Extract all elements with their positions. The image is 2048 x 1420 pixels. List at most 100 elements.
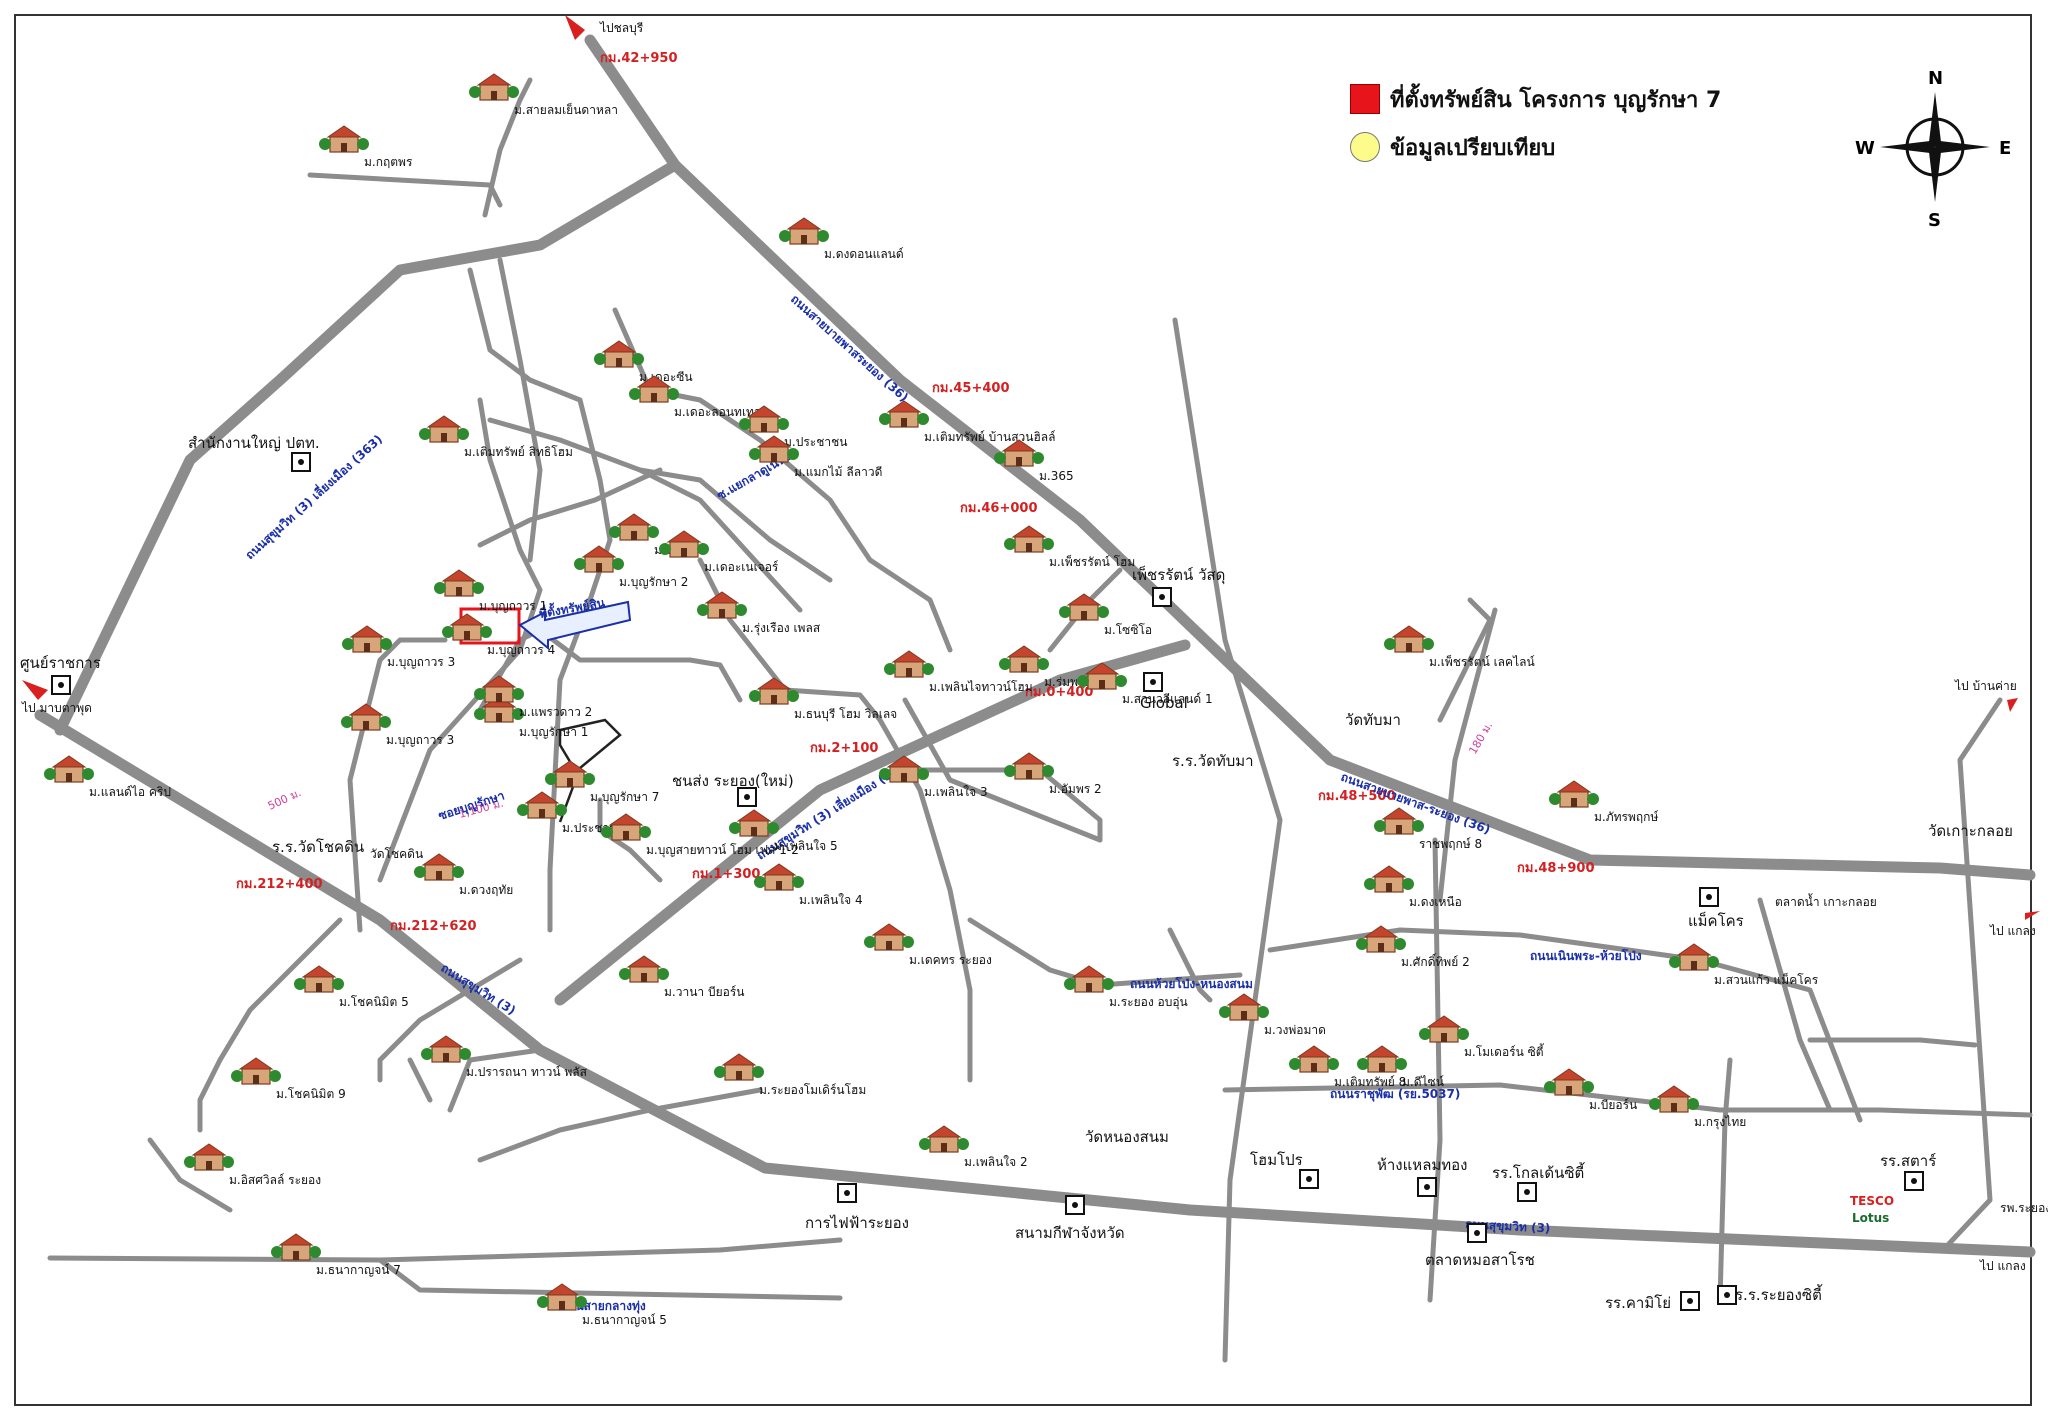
road-label-huai-pong: ถนนห้วยโป่ง-หนองสนม	[1130, 976, 1253, 991]
house-icon	[696, 591, 748, 619]
km-marker-212-620: กม.212+620	[390, 919, 477, 934]
village-label: ม.ศักดิ์ทิพย์ 2	[1401, 953, 1470, 969]
house-icon	[573, 545, 625, 573]
house-icon	[420, 1035, 472, 1063]
village-label: ม.สวนแก้ว แม็คโคร	[1714, 972, 1819, 987]
village-marker: ม.ภัทรพฤกษ์	[1548, 780, 1659, 824]
village-marker: ม.แลนด์ไอ คริป	[43, 755, 171, 799]
landmark-stadium: สนามกีฬาจังหวัด	[1015, 1224, 1125, 1242]
landmark-square-icon	[1065, 1195, 1085, 1215]
landmark-wat-chok-school: ร.ร.วัดโชคดิน	[272, 838, 364, 856]
landmark-square-icon	[1717, 1285, 1737, 1305]
village-marker: ม.กฤตพร	[318, 125, 413, 169]
house-icon	[1383, 625, 1435, 653]
house-icon	[608, 513, 660, 541]
landmark-square-icon	[1680, 1291, 1700, 1311]
village-label: ม.ปรารถนา ทาวน์ พลัส	[466, 1065, 588, 1079]
landmark-rayong-city: ร.ร.ระยองซิตี้	[1735, 1284, 1823, 1304]
village-label: ม.เติมทรัพย์ 8	[1334, 1075, 1406, 1089]
landmark-hospital: รพ.ระยอง	[2000, 1201, 2048, 1215]
house-icon	[728, 809, 780, 837]
village-label: ม.ดงเหนือ	[1409, 895, 1462, 909]
village-label: ม.กฤตพร	[364, 155, 413, 169]
house-icon	[473, 675, 525, 703]
km-marker-45-400: กม.45+400	[932, 381, 1010, 396]
village-marker: ม.บุญถาวร 3	[340, 703, 454, 748]
village-label: ม.สวนวลีแลนด์ 1	[1122, 692, 1213, 706]
village-marker: ราชพฤกษ์ 8	[1373, 807, 1482, 851]
house-icon	[270, 1233, 322, 1261]
village-marker: ม.เพ็ชรรัตน์ เลคไลน์	[1383, 625, 1535, 669]
house-icon	[878, 755, 930, 783]
village-marker: ม.อิสศวิลล์ ระยอง	[183, 1143, 321, 1187]
village-label: ม.อัมพร 2	[1049, 782, 1102, 796]
village-marker: ม.สายลมเย็นดาหลา	[468, 73, 618, 117]
dest-map-ta-phut: ไป มาบตาพุด	[21, 701, 92, 716]
village-marker: ม.รุ่งเรือง เพลส	[696, 591, 821, 636]
svg-text:S: S	[1928, 210, 1941, 231]
landmark-square-icon	[1417, 1177, 1437, 1197]
dest-ban-khai: ไป บ้านค่าย	[1954, 679, 2017, 693]
house-icon	[340, 703, 392, 731]
landmark-square-icon	[51, 675, 71, 695]
house-icon	[413, 853, 465, 881]
landmark-square-icon	[1152, 587, 1172, 607]
village-marker: ม.ธนากาญจน์ 5	[536, 1283, 667, 1327]
village-label: ม.บุญสายทาวน์ โฮม เฟส 1-2	[646, 843, 799, 858]
village-marker: ม.เดอะลอนทเทจ	[628, 375, 761, 419]
house-icon	[600, 813, 652, 841]
village-label: ม.รุ่งเรือง เพลส	[742, 621, 821, 636]
house-icon	[418, 415, 470, 443]
village-label: ม.365	[1039, 469, 1074, 483]
village-label: ม.อิสศวิลล์ ระยอง	[229, 1173, 321, 1187]
house-icon	[1543, 1068, 1595, 1096]
arrow-east-icon	[2025, 911, 2040, 920]
village-marker: ม.ดงดอนแลนด์	[778, 217, 904, 261]
house-icon	[618, 955, 670, 983]
house-icon	[318, 125, 370, 153]
legend-comparison-label: ข้อมูลเปรียบเทียบ	[1390, 135, 1556, 161]
village-label: ม.บุญถาวร 3	[387, 655, 455, 670]
village-marker: ม.ธนากาญจน์ 7	[270, 1233, 401, 1277]
village-label: ม.ดงดอนแลนด์	[824, 247, 904, 261]
house-icon	[293, 965, 345, 993]
house-icon	[183, 1143, 235, 1171]
village-marker: ม.โชคนิมิต 9	[230, 1057, 346, 1101]
village-label: ม.เพลินใจ 3	[924, 785, 988, 799]
landmark-square-icon	[1143, 672, 1163, 692]
arrow-west-icon	[22, 680, 48, 700]
village-label: ม.เพ็ชรรัตน์ เลคไลน์	[1429, 654, 1535, 669]
village-marker: ม.เพลินใจ 3	[878, 755, 988, 799]
village-marker: ม.กรุงไทย	[1648, 1085, 1746, 1130]
village-marker: ม.บุญถาวร 1	[433, 569, 547, 614]
village-label: ม.บุญรักษา 1	[519, 725, 588, 740]
village-label: ม.เดอะเนเจอร์	[704, 560, 779, 574]
landmark-global: Global	[1140, 694, 1188, 712]
village-label: ม.ดีไซน์	[1402, 1075, 1444, 1089]
landmark-phetcharat: เพ็ชรรัตน์ วัสดุ	[1132, 565, 1225, 585]
house-icon	[1288, 1045, 1340, 1073]
property-arrow-icon	[518, 600, 632, 651]
house-icon	[918, 1125, 970, 1153]
village-marker: ม.ดงเหนือ	[1363, 865, 1462, 909]
km-marker-1-300: กม.1+300	[692, 867, 760, 882]
village-label: ม.เพลินใจ 5	[774, 839, 838, 853]
house-icon	[341, 625, 393, 653]
landmark-square-icon	[291, 452, 311, 472]
village-marker: ม.ประชาชน	[738, 405, 847, 449]
km-marker-48-900: กม.48+900	[1517, 861, 1595, 876]
dest-chonburi: ไปชลบุรี	[599, 21, 644, 36]
village-marker: ม.อัมพร 2	[1003, 752, 1102, 796]
village-label: ม.ธนบุรี โฮม วิลเลจ	[794, 707, 897, 722]
village-label: ม.บุญถาวร 1	[479, 599, 547, 614]
house-icon	[878, 400, 930, 428]
house-icon	[1218, 993, 1270, 1021]
road-sukhumvit-3-south	[34, 709, 2036, 1258]
road-bypass-364	[554, 639, 1191, 1006]
village-marker: ม.ธนบุรี โฮม วิลเลจ	[748, 677, 897, 722]
km-marker-212-400: กม.212+400	[236, 877, 323, 892]
landmark-pttep-hq: สำนักงานใหญ่ ปตท.	[188, 434, 320, 452]
village-marker: ม.เดอะซีน	[593, 340, 693, 384]
